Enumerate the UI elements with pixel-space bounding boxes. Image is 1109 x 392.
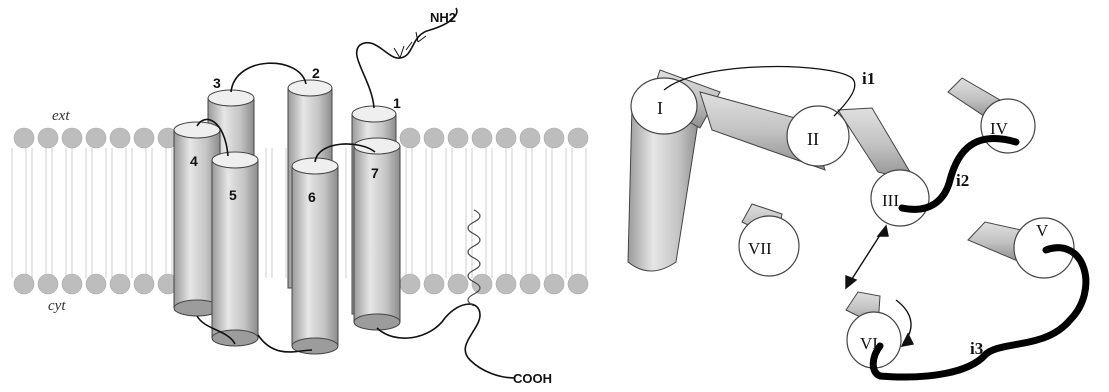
helix-number-4: 4 <box>190 153 198 169</box>
numeral-I: I <box>657 98 663 118</box>
c-terminus-label: COOH <box>513 371 552 386</box>
numeral-VII: VII <box>748 239 772 258</box>
helix-number-6: 6 <box>308 189 316 205</box>
glycosylation-sites <box>394 32 426 58</box>
helix-II <box>700 92 849 170</box>
loop-label-i1: i1 <box>862 69 875 88</box>
loop-label-i2: i2 <box>956 171 969 190</box>
numeral-V: V <box>1036 221 1049 240</box>
n-terminus-label: NH2 <box>430 10 456 25</box>
helix-number-7: 7 <box>371 165 379 181</box>
helix-6 <box>292 158 338 354</box>
extracellular-label: ext <box>52 108 70 124</box>
numeral-VI: VI <box>860 334 878 353</box>
numeral-II: II <box>807 129 819 149</box>
movement-arrow-III-VI <box>846 226 888 288</box>
intracellular-label: cyt <box>48 298 66 314</box>
helix-number-1: 1 <box>393 95 401 111</box>
helix-number-5: 5 <box>229 187 237 203</box>
helix-5 <box>212 152 258 346</box>
membrane-diagram-left: ext cyt <box>10 8 590 386</box>
numeral-IV: IV <box>990 119 1009 138</box>
numeral-III: III <box>882 191 899 210</box>
helix-arrangement-right: I II III IV V VI VII i1 i2 i3 <box>628 67 1086 377</box>
loop-label-i3: i3 <box>970 339 983 358</box>
helix-number-3: 3 <box>213 75 221 91</box>
helix-number-2: 2 <box>312 65 320 81</box>
